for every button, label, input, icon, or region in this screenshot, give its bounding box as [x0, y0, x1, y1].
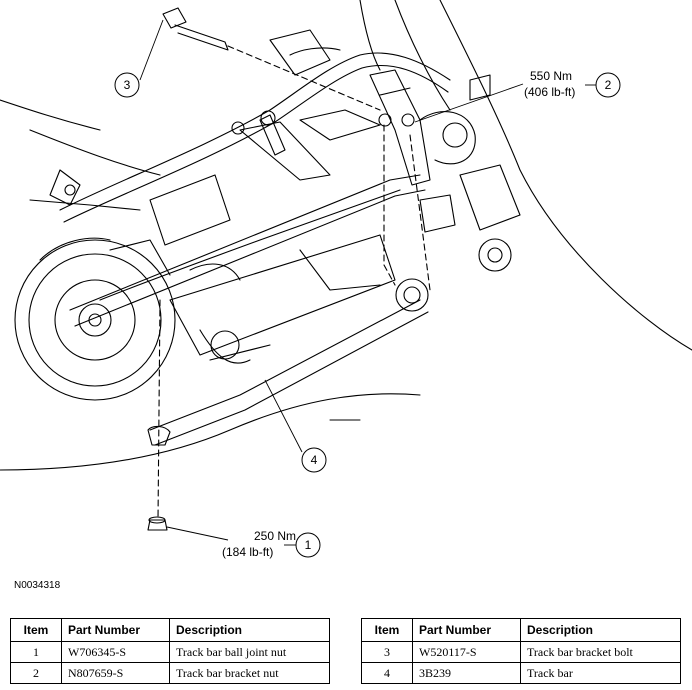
callout-2-torque-nm: 550 Nm: [530, 69, 572, 83]
row-item: 1: [10, 641, 62, 663]
table-row: 3 W520117-S Track bar bracket bolt: [361, 641, 681, 663]
ball-joint-nut: [147, 519, 168, 531]
table-header-row: Item Part Number Description: [10, 618, 330, 642]
bracket-bolt: [162, 7, 187, 29]
header-description: Description: [520, 618, 681, 642]
row-description: Track bar ball joint nut: [169, 641, 330, 663]
callout-2: 550 Nm (406 lb-ft) 2: [524, 69, 621, 99]
callout-4: 4: [301, 447, 327, 473]
header-description: Description: [169, 618, 330, 642]
track-bar-bracket: [369, 69, 431, 186]
row-description: Track bar bracket bolt: [520, 641, 681, 663]
lower-arm: [149, 299, 421, 431]
table-row: 4 3B239 Track bar: [361, 662, 681, 684]
stabilizer-bar: [59, 52, 451, 211]
row-description: Track bar bracket nut: [169, 662, 330, 684]
row-part-number: 3B239: [412, 662, 521, 684]
header-item: Item: [361, 618, 413, 642]
callout-1-torque-nm: 250 Nm: [254, 529, 296, 543]
row-item: 3: [361, 641, 413, 663]
leader-2: [414, 83, 524, 123]
table-header-row: Item Part Number Description: [361, 618, 681, 642]
callout-3-number: 3: [124, 78, 131, 92]
header-part-number: Part Number: [412, 618, 521, 642]
row-description: Track bar: [520, 662, 681, 684]
header-item: Item: [10, 618, 62, 642]
header-part-number: Part Number: [61, 618, 170, 642]
callout-3: 3: [114, 72, 140, 98]
parts-table-left: Item Part Number Description 1 W706345-S…: [10, 618, 330, 684]
row-item: 2: [10, 662, 62, 684]
leader-3: [139, 19, 164, 81]
callout-1-torque-lbft: (184 lb-ft): [222, 545, 273, 559]
callout-4-number: 4: [311, 453, 318, 467]
callout-1-number: 1: [305, 538, 312, 552]
figure-id: N0034318: [14, 580, 61, 591]
callout-2-torque-lbft: (406 lb-ft): [524, 85, 575, 99]
parts-table-right: Item Part Number Description 3 W520117-S…: [361, 618, 681, 684]
row-part-number: N807659-S: [61, 662, 170, 684]
suspension-diagram: 3 550 Nm (406 lb-ft) 2 4 250 Nm (184 lb-…: [0, 0, 692, 559]
table-row: 1 W706345-S Track bar ball joint nut: [10, 641, 330, 663]
frame-line: [0, 393, 421, 471]
leader-1: [166, 526, 229, 541]
leader-4: [264, 379, 303, 453]
track-bar: [69, 174, 421, 311]
callout-1: 250 Nm (184 lb-ft) 1: [222, 529, 321, 559]
brake-rotor: [14, 239, 176, 401]
row-part-number: W706345-S: [61, 641, 170, 663]
callout-2-number: 2: [605, 78, 612, 92]
row-part-number: W520117-S: [412, 641, 521, 663]
fender-outline: [439, 0, 692, 351]
axle-housing: [169, 234, 396, 356]
row-item: 4: [361, 662, 413, 684]
table-row: 2 N807659-S Track bar bracket nut: [10, 662, 330, 684]
